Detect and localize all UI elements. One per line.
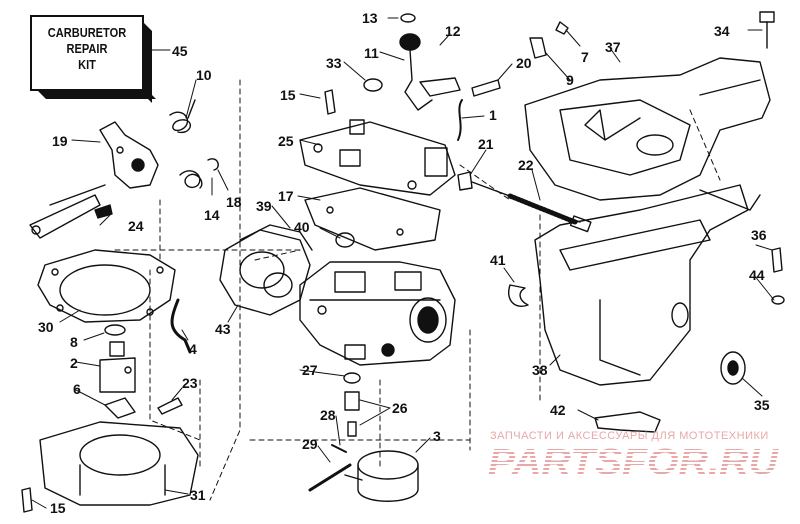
cover-25-part <box>299 119 456 196</box>
callout-30: 30 <box>38 319 54 335</box>
kit-label-line1: CARBURETOR <box>47 25 127 40</box>
callout-19: 19 <box>52 133 68 149</box>
callout-42: 42 <box>550 402 566 418</box>
clip-18-part <box>207 158 219 171</box>
silencer-base-38-part <box>534 184 761 386</box>
callout-41: 41 <box>490 252 506 268</box>
gasket-6-part <box>104 397 136 419</box>
kit-box-label: CARBURETOR REPAIR KIT <box>40 25 134 73</box>
gasket-17-part <box>304 187 441 251</box>
nut-21-part <box>457 171 473 191</box>
callout-23: 23 <box>182 375 198 391</box>
callout-7: 7 <box>581 49 589 65</box>
screw-20-part <box>471 79 501 97</box>
callout-18: 18 <box>226 194 242 210</box>
callout-20: 20 <box>516 55 532 71</box>
washer-13-part <box>400 13 416 23</box>
tube-4-part <box>170 298 192 354</box>
grommet-35-part <box>720 351 746 385</box>
washer-44-part <box>771 295 785 305</box>
bracket-42-part <box>594 411 661 433</box>
screw-29-part <box>308 463 352 492</box>
kit-label-line2: REPAIR <box>66 41 108 56</box>
needle-seat-2-part <box>99 341 136 393</box>
callout-1: 1 <box>489 107 497 123</box>
callout-45: 45 <box>172 43 188 59</box>
callout-8: 8 <box>70 334 78 350</box>
callout-28: 28 <box>320 407 336 423</box>
jet-26a-part <box>344 391 360 411</box>
callout-26: 26 <box>392 400 408 416</box>
callout-2: 2 <box>70 355 78 371</box>
callout-12: 12 <box>445 23 461 39</box>
callout-3: 3 <box>433 428 441 444</box>
cover-37-part <box>524 57 771 201</box>
spring-10-part <box>169 99 196 134</box>
bracket-9-part <box>529 37 547 59</box>
watermark-logo: PARTSFOR.RU <box>488 441 779 480</box>
clip-24-part <box>94 204 113 219</box>
float-bowl-31-part <box>39 421 199 506</box>
pin-28-part <box>331 444 347 453</box>
callout-25: 25 <box>278 133 294 149</box>
callout-36: 36 <box>751 227 767 243</box>
callout-9: 9 <box>566 72 574 88</box>
callout-22: 22 <box>518 157 534 173</box>
callout-27: 27 <box>302 362 318 378</box>
kit-label-line3: KIT <box>78 57 96 72</box>
callout-43: 43 <box>215 321 231 337</box>
link-1-part <box>457 99 463 141</box>
gasket-30-part <box>37 249 176 323</box>
choke-11-part <box>399 33 461 111</box>
assembly-guide-lines <box>114 79 721 501</box>
callout-13: 13 <box>362 10 378 26</box>
spring-14-part <box>179 170 203 189</box>
washer-27-part <box>343 372 361 384</box>
callout-37: 37 <box>605 39 621 55</box>
callout-6: 6 <box>73 381 81 397</box>
callout-29: 29 <box>302 436 318 452</box>
callout-24: 24 <box>128 218 144 234</box>
kit-box-face: CARBURETOR REPAIR KIT <box>30 15 144 91</box>
callout-40: 40 <box>294 219 310 235</box>
callout-33: 33 <box>326 55 342 71</box>
callout-38: 38 <box>532 362 548 378</box>
callout-35: 35 <box>754 397 770 413</box>
repair-kit-box: CARBURETOR REPAIR KIT <box>30 15 156 103</box>
callout-4: 4 <box>189 341 197 357</box>
callout-44: 44 <box>749 267 765 283</box>
carburetor-body-part <box>299 261 456 366</box>
float-3-part <box>344 450 419 502</box>
washer-8-part <box>104 324 126 336</box>
gasket-43-part <box>219 229 311 316</box>
screw-7-part <box>555 21 569 35</box>
needle-22-part <box>471 181 592 233</box>
screw-15b-part <box>21 487 33 513</box>
plug-40-part <box>335 232 355 248</box>
callout-31: 31 <box>190 487 206 503</box>
screw-34-part <box>759 11 775 49</box>
washer-33-part <box>363 78 383 92</box>
callout-11: 11 <box>364 45 379 61</box>
callout-34: 34 <box>714 23 730 39</box>
screw-36-part <box>771 247 783 273</box>
callout-15-bottom: 15 <box>50 500 66 516</box>
jet-26b-part <box>347 421 357 437</box>
screw-15a-part <box>324 89 336 115</box>
callout-39: 39 <box>256 198 272 214</box>
callout-15-top: 15 <box>280 87 296 103</box>
screw-23-part <box>157 397 183 415</box>
clip-41-part <box>508 284 529 307</box>
callout-17: 17 <box>278 188 294 204</box>
callout-10: 10 <box>196 67 212 83</box>
gasket-39-part <box>239 224 313 251</box>
callout-21: 21 <box>478 136 494 152</box>
leader-lines <box>31 17 775 509</box>
callout-14: 14 <box>204 207 220 223</box>
watermark-logo-text: PARTSFOR.RU <box>488 441 779 480</box>
watermark-subtitle: ЗАПЧАСТИ И АКСЕССУАРЫ ДЛЯ МОТОТЕХНИКИ <box>490 430 769 442</box>
throttle-lever-part <box>29 121 159 239</box>
